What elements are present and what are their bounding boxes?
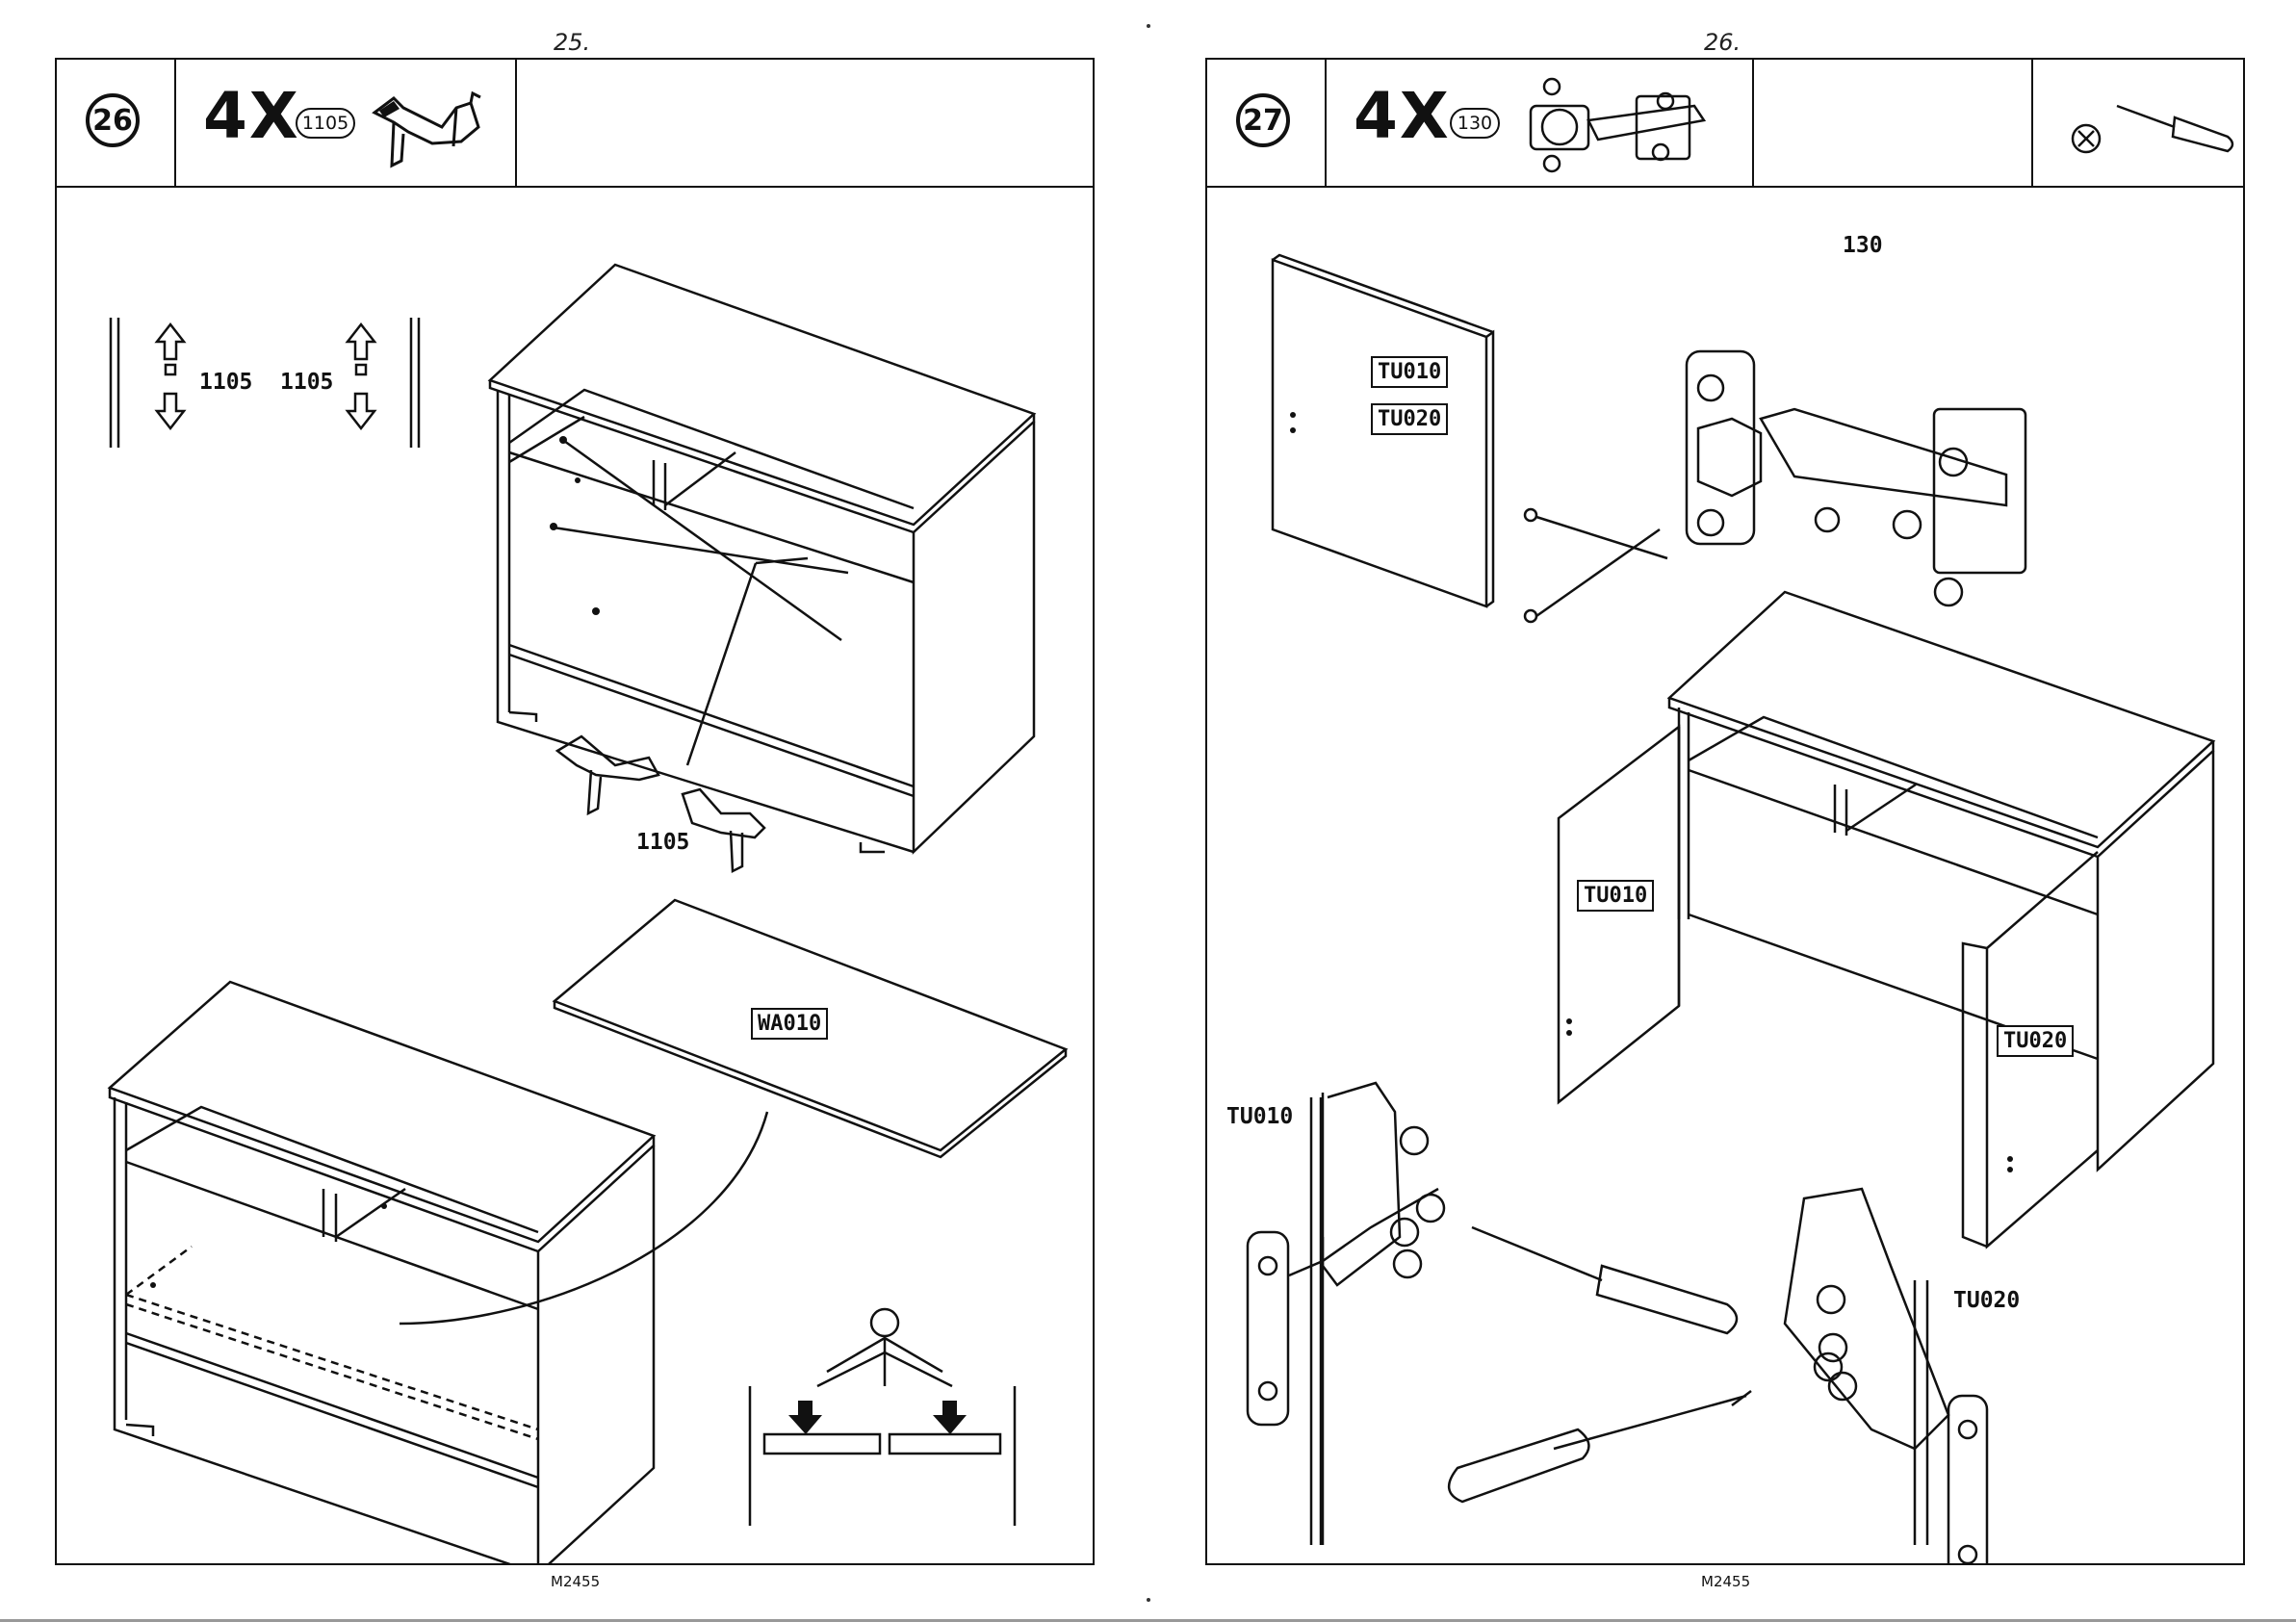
page-number: 25.	[554, 29, 590, 56]
step-number: 26	[86, 93, 140, 147]
step-number-cell: 26	[57, 60, 176, 186]
door-label-bottom: TU020	[1371, 403, 1448, 435]
step-panel-26: 26 4X 1105	[55, 58, 1095, 1565]
part-label-right: 1105	[280, 370, 333, 395]
detail-right-label: TU020	[1953, 1288, 2020, 1313]
page-footer: M2455	[1701, 1573, 1750, 1590]
step-panel-27: 27 4X 130	[1205, 58, 2245, 1565]
part-label-left: 1105	[199, 370, 252, 395]
door-label-top: TU010	[1371, 356, 1448, 388]
parts-cell: 4X 130	[1327, 60, 1754, 186]
screwdriver-icon	[2050, 79, 2242, 175]
step-header: 27 4X 130	[1207, 60, 2243, 188]
loose-part-label: 1105	[636, 830, 689, 855]
parts-cell: 4X 1105	[176, 60, 517, 186]
step-number: 27	[1236, 93, 1290, 147]
assembly-illustration	[1207, 188, 2243, 1564]
detail-left-label: TU010	[1226, 1104, 1293, 1129]
open-left-door-label: TU010	[1577, 880, 1654, 912]
page-number: 26.	[1704, 29, 1741, 56]
part-quantity: 4X	[203, 79, 300, 153]
part-number-badge: 130	[1450, 108, 1500, 139]
hinge-label: 130	[1843, 233, 1883, 258]
open-right-door-label: TU020	[1997, 1025, 2074, 1057]
part-quantity: 4X	[1354, 79, 1451, 153]
shelf-support-icon	[365, 74, 500, 170]
step-header: 26 4X 1105	[57, 60, 1093, 188]
gutter-mark	[1147, 1598, 1150, 1602]
gutter-mark	[1147, 24, 1150, 28]
page-footer: M2455	[551, 1573, 600, 1590]
empty-cell	[1754, 60, 2033, 186]
shelf-label: WA010	[751, 1008, 828, 1040]
hinge-icon	[1511, 67, 1733, 178]
part-number-badge: 1105	[296, 108, 355, 139]
step-number-cell: 27	[1207, 60, 1327, 186]
